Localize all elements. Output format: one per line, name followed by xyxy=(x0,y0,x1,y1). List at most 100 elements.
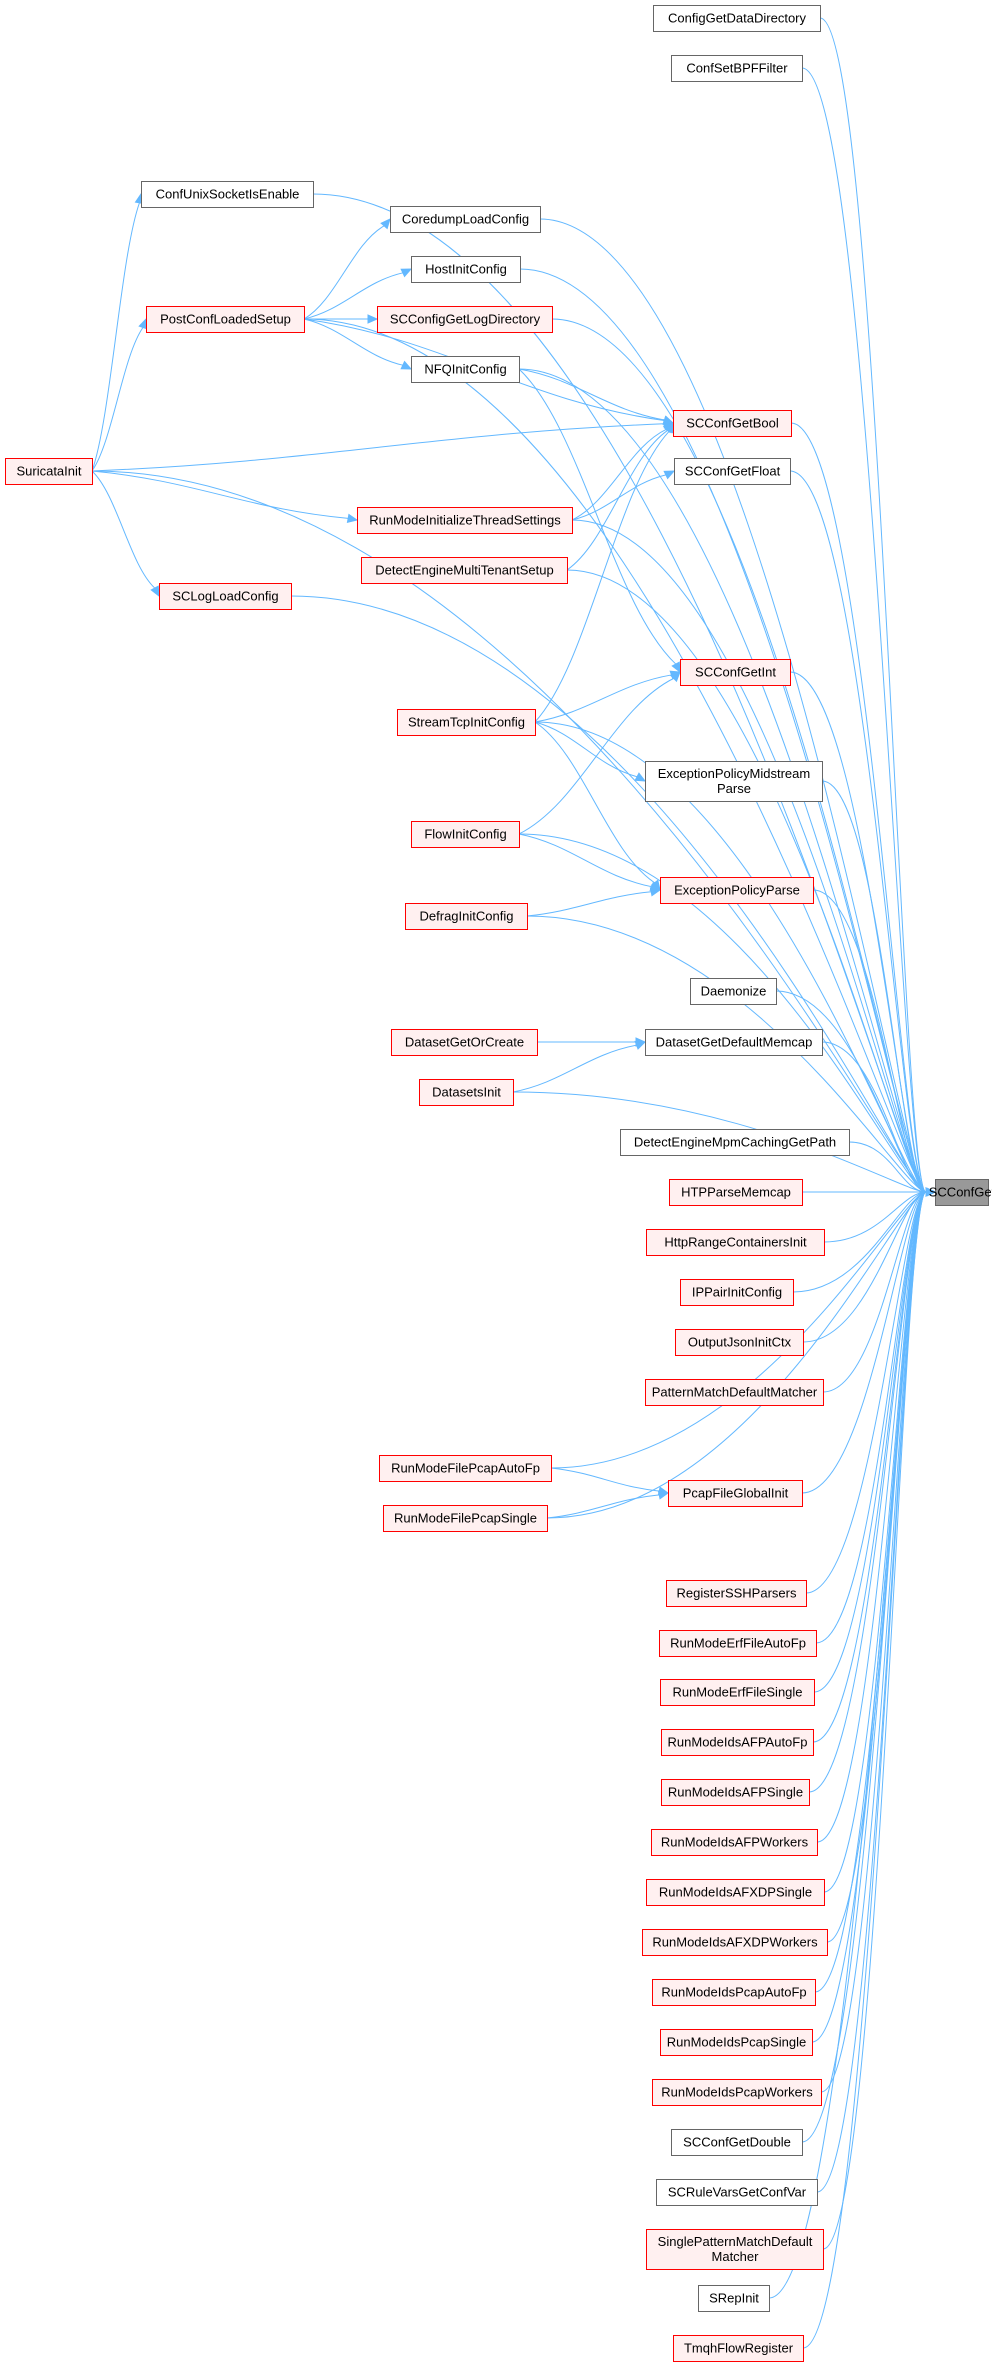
edge-flow-init-config-to-exception-policy-parse xyxy=(518,833,652,888)
node-nfq-init-config[interactable]: NFQInitConfig xyxy=(411,356,520,383)
node-box xyxy=(357,507,573,534)
node-run-mode-erf-file-single[interactable]: RunModeErfFileSingle xyxy=(660,1679,815,1706)
node-run-mode-file-pcap-auto-fp[interactable]: RunModeFilePcapAutoFp xyxy=(379,1455,552,1482)
node-sc-conf-get-int[interactable]: SCConfGetInt xyxy=(680,659,791,686)
node-config-get-data-directory[interactable]: ConfigGetDataDirectory xyxy=(653,5,821,32)
node-register-ssh-parsers[interactable]: RegisterSSHParsers xyxy=(666,1580,807,1607)
node-sc-conf-get-float[interactable]: SCConfGetFloat xyxy=(674,458,791,485)
node-label: Matcher xyxy=(712,2249,760,2264)
node-box xyxy=(673,2335,804,2362)
node-box xyxy=(405,903,528,930)
node-label: DefragInitConfig xyxy=(420,909,514,924)
node-label: ExceptionPolicyMidstream xyxy=(658,766,810,781)
node-box xyxy=(668,1480,803,1507)
node-htp-parse-memcap[interactable]: HTPParseMemcap xyxy=(669,1179,803,1206)
edge-suricata-init-to-sc-conf-get-bool xyxy=(91,423,665,472)
node-datasets-init[interactable]: DatasetsInit xyxy=(419,1079,514,1106)
node-label: PostConfLoadedSetup xyxy=(160,312,291,327)
node-dataset-get-or-create[interactable]: DatasetGetOrCreate xyxy=(391,1029,538,1056)
node-box xyxy=(660,877,814,904)
node-label: SCLogLoadConfig xyxy=(172,589,278,604)
edges-layer xyxy=(91,17,937,2349)
node-detect-engine-multi-tenant-setup[interactable]: DetectEngineMultiTenantSetup xyxy=(361,557,568,584)
edge-conf-set-bpf-filter-to-sc-conf-get xyxy=(801,67,927,1193)
node-tmqh-flow-register[interactable]: TmqhFlowRegister xyxy=(673,2335,804,2362)
node-label: HostInitConfig xyxy=(425,262,507,277)
node-run-mode-ids-afp-workers[interactable]: RunModeIdsAFPWorkers xyxy=(651,1829,818,1856)
node-label: DetectEngineMpmCachingGetPath xyxy=(634,1135,836,1150)
node-sc-conf-get-bool[interactable]: SCConfGetBool xyxy=(673,410,792,437)
node-coredump-load-config[interactable]: CoredumpLoadConfig xyxy=(390,206,541,233)
edge-arrowhead xyxy=(138,317,148,330)
node-run-mode-ids-afp-auto-fp[interactable]: RunModeIdsAFPAutoFp xyxy=(661,1729,814,1756)
node-run-mode-erf-file-auto-fp[interactable]: RunModeErfFileAutoFp xyxy=(659,1630,817,1657)
edge-defrag-init-config-to-exception-policy-parse xyxy=(526,891,652,917)
node-sc-conf-get-double[interactable]: SCConfGetDouble xyxy=(671,2129,803,2156)
node-run-mode-file-pcap-single[interactable]: RunModeFilePcapSingle xyxy=(383,1505,548,1532)
node-stream-tcp-init-config[interactable]: StreamTcpInitConfig xyxy=(397,709,536,736)
node-run-mode-ids-afp-single[interactable]: RunModeIdsAFPSingle xyxy=(661,1779,810,1806)
edge-datasets-init-to-dataset-get-default-memcap xyxy=(512,1044,637,1093)
node-pcap-file-global-init[interactable]: PcapFileGlobalInit xyxy=(668,1480,803,1507)
node-box xyxy=(383,1505,548,1532)
node-run-mode-ids-afxdp-single[interactable]: RunModeIdsAFXDPSingle xyxy=(646,1879,825,1906)
edge-ip-pair-init-config-to-sc-conf-get xyxy=(792,1191,927,1293)
edge-arrowhead xyxy=(380,218,391,230)
node-label: PcapFileGlobalInit xyxy=(683,1486,789,1501)
node-flow-init-config[interactable]: FlowInitConfig xyxy=(411,821,520,848)
edge-suricata-init-to-sc-log-load-config xyxy=(91,470,156,589)
node-box xyxy=(680,1279,794,1306)
node-box xyxy=(391,1029,538,1056)
node-label: Parse xyxy=(717,781,751,796)
edge-arrowhead xyxy=(346,513,359,523)
node-label: DatasetsInit xyxy=(432,1085,501,1100)
node-pattern-match-default-matcher[interactable]: PatternMatchDefaultMatcher xyxy=(645,1379,824,1406)
node-dataset-get-default-memcap[interactable]: DatasetGetDefaultMemcap xyxy=(645,1029,823,1056)
node-run-mode-initialize-thread-settings[interactable]: RunModeInitializeThreadSettings xyxy=(357,507,573,534)
node-exception-policy-parse[interactable]: ExceptionPolicyParse xyxy=(660,877,814,904)
node-http-range-containers-init[interactable]: HttpRangeContainersInit xyxy=(646,1229,825,1256)
node-sc-log-load-config[interactable]: SCLogLoadConfig xyxy=(159,583,292,610)
node-run-mode-ids-afxdp-workers[interactable]: RunModeIdsAFXDPWorkers xyxy=(642,1929,828,1956)
node-run-mode-ids-pcap-workers[interactable]: RunModeIdsPcapWorkers xyxy=(652,2079,822,2106)
node-label: OutputJsonInitCtx xyxy=(688,1335,792,1350)
node-label: RunModeErfFileAutoFp xyxy=(670,1636,806,1651)
node-conf-unix-socket-is-enable[interactable]: ConfUnixSocketIsEnable xyxy=(141,181,314,208)
node-label: RegisterSSHParsers xyxy=(677,1586,797,1601)
node-detect-engine-mpm-caching-get-path[interactable]: DetectEngineMpmCachingGetPath xyxy=(620,1129,850,1156)
node-label: SuricataInit xyxy=(16,464,81,479)
node-run-mode-ids-pcap-auto-fp[interactable]: RunModeIdsPcapAutoFp xyxy=(652,1979,816,2006)
node-label: IPPairInitConfig xyxy=(692,1285,782,1300)
node-host-init-config[interactable]: HostInitConfig xyxy=(411,256,521,283)
node-daemonize[interactable]: Daemonize xyxy=(690,978,777,1005)
node-sc-rule-vars-get-conf-var[interactable]: SCRuleVarsGetConfVar xyxy=(656,2179,818,2206)
node-box xyxy=(661,1779,810,1806)
edge-suricata-init-to-conf-unix-socket-is-enable xyxy=(91,202,140,472)
node-label: SinglePatternMatchDefault xyxy=(658,2234,813,2249)
node-box xyxy=(671,2129,803,2156)
node-sc-conf-get[interactable]: SCConfGet xyxy=(929,1179,992,1206)
node-ip-pair-init-config[interactable]: IPPairInitConfig xyxy=(680,1279,794,1306)
edge-arrowhead xyxy=(649,887,662,897)
node-box xyxy=(646,1229,825,1256)
node-sc-config-get-log-directory[interactable]: SCConfigGetLogDirectory xyxy=(377,306,553,333)
node-box xyxy=(361,557,568,584)
edge-run-mode-file-pcap-auto-fp-to-sc-conf-get xyxy=(550,1191,927,1469)
node-s-rep-init[interactable]: SRepInit xyxy=(698,2285,770,2312)
node-defrag-init-config[interactable]: DefragInitConfig xyxy=(405,903,528,930)
node-box xyxy=(645,1379,824,1406)
node-label: DatasetGetOrCreate xyxy=(405,1035,524,1050)
node-conf-set-bpf-filter[interactable]: ConfSetBPFFilter xyxy=(671,55,803,82)
node-post-conf-loaded-setup[interactable]: PostConfLoadedSetup xyxy=(146,306,305,333)
edge-http-range-containers-init-to-sc-conf-get xyxy=(823,1191,927,1243)
edge-pcap-file-global-init-to-sc-conf-get xyxy=(801,1191,927,1494)
edge-config-get-data-directory-to-sc-conf-get xyxy=(819,17,927,1193)
node-box xyxy=(397,709,536,736)
node-output-json-init-ctx[interactable]: OutputJsonInitCtx xyxy=(675,1329,804,1356)
node-label: CoredumpLoadConfig xyxy=(402,212,529,227)
node-label: SCRuleVarsGetConfVar xyxy=(668,2185,807,2200)
node-run-mode-ids-pcap-single[interactable]: RunModeIdsPcapSingle xyxy=(660,2029,813,2056)
node-suricata-init[interactable]: SuricataInit xyxy=(5,458,93,485)
